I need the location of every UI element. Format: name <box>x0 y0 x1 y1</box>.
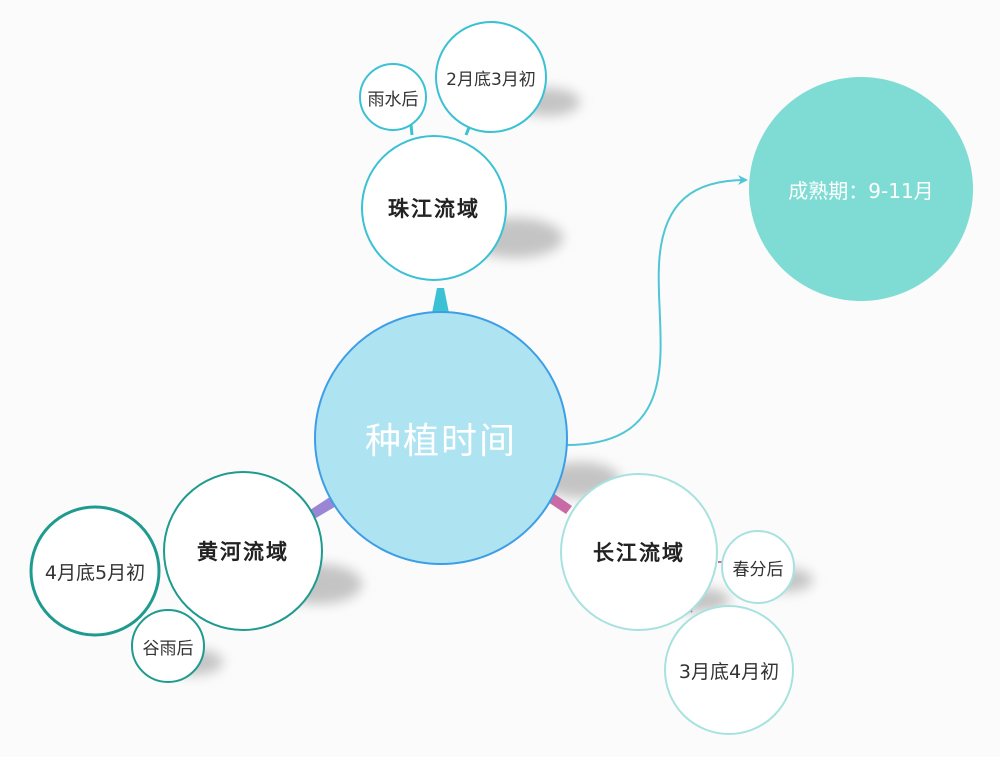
leaf-yangtze-late-mar-label: 3月底4月初 <box>678 660 780 683</box>
result-node <box>749 77 973 301</box>
leaf-yellow-grain-rain-label: 谷雨后 <box>142 638 194 659</box>
branch-yangtze-label: 长江流域 <box>593 541 685 565</box>
connector-center-yangtze <box>548 493 572 514</box>
leaf-yangtze-equinox-label: 春分后 <box>732 559 784 580</box>
branch-pearl <box>361 135 507 281</box>
leaf-pearl-rain <box>359 63 427 131</box>
leaf-pearl-rain-label: 雨水后 <box>367 89 419 110</box>
branch-yangtze <box>560 473 718 631</box>
branch-pearl-label: 珠江流域 <box>388 197 480 221</box>
leaf-yellow-grain-rain <box>131 609 205 683</box>
leaf-pearl-late-feb-label: 2月底3月初 <box>446 69 536 90</box>
leaf-yellow-late-apr-label: 4月底5月初 <box>44 561 146 584</box>
connector-pearl-rain <box>409 124 414 136</box>
leaf-yangtze-equinox <box>721 530 795 604</box>
nodes <box>29 21 973 735</box>
branch-yellow <box>163 471 323 631</box>
center-node <box>314 311 568 565</box>
leaf-yellow-late-apr <box>29 505 161 637</box>
connector-center-pearl <box>432 288 449 313</box>
branch-yellow-label: 黄河流域 <box>197 540 289 564</box>
result-label: 成熟期：9-11月 <box>788 178 934 203</box>
center-label: 种植时间 <box>364 421 517 462</box>
leaf-yangtze-late-mar <box>664 605 794 735</box>
leaf-pearl-late-feb <box>435 21 547 133</box>
connector-to-result <box>565 175 748 446</box>
